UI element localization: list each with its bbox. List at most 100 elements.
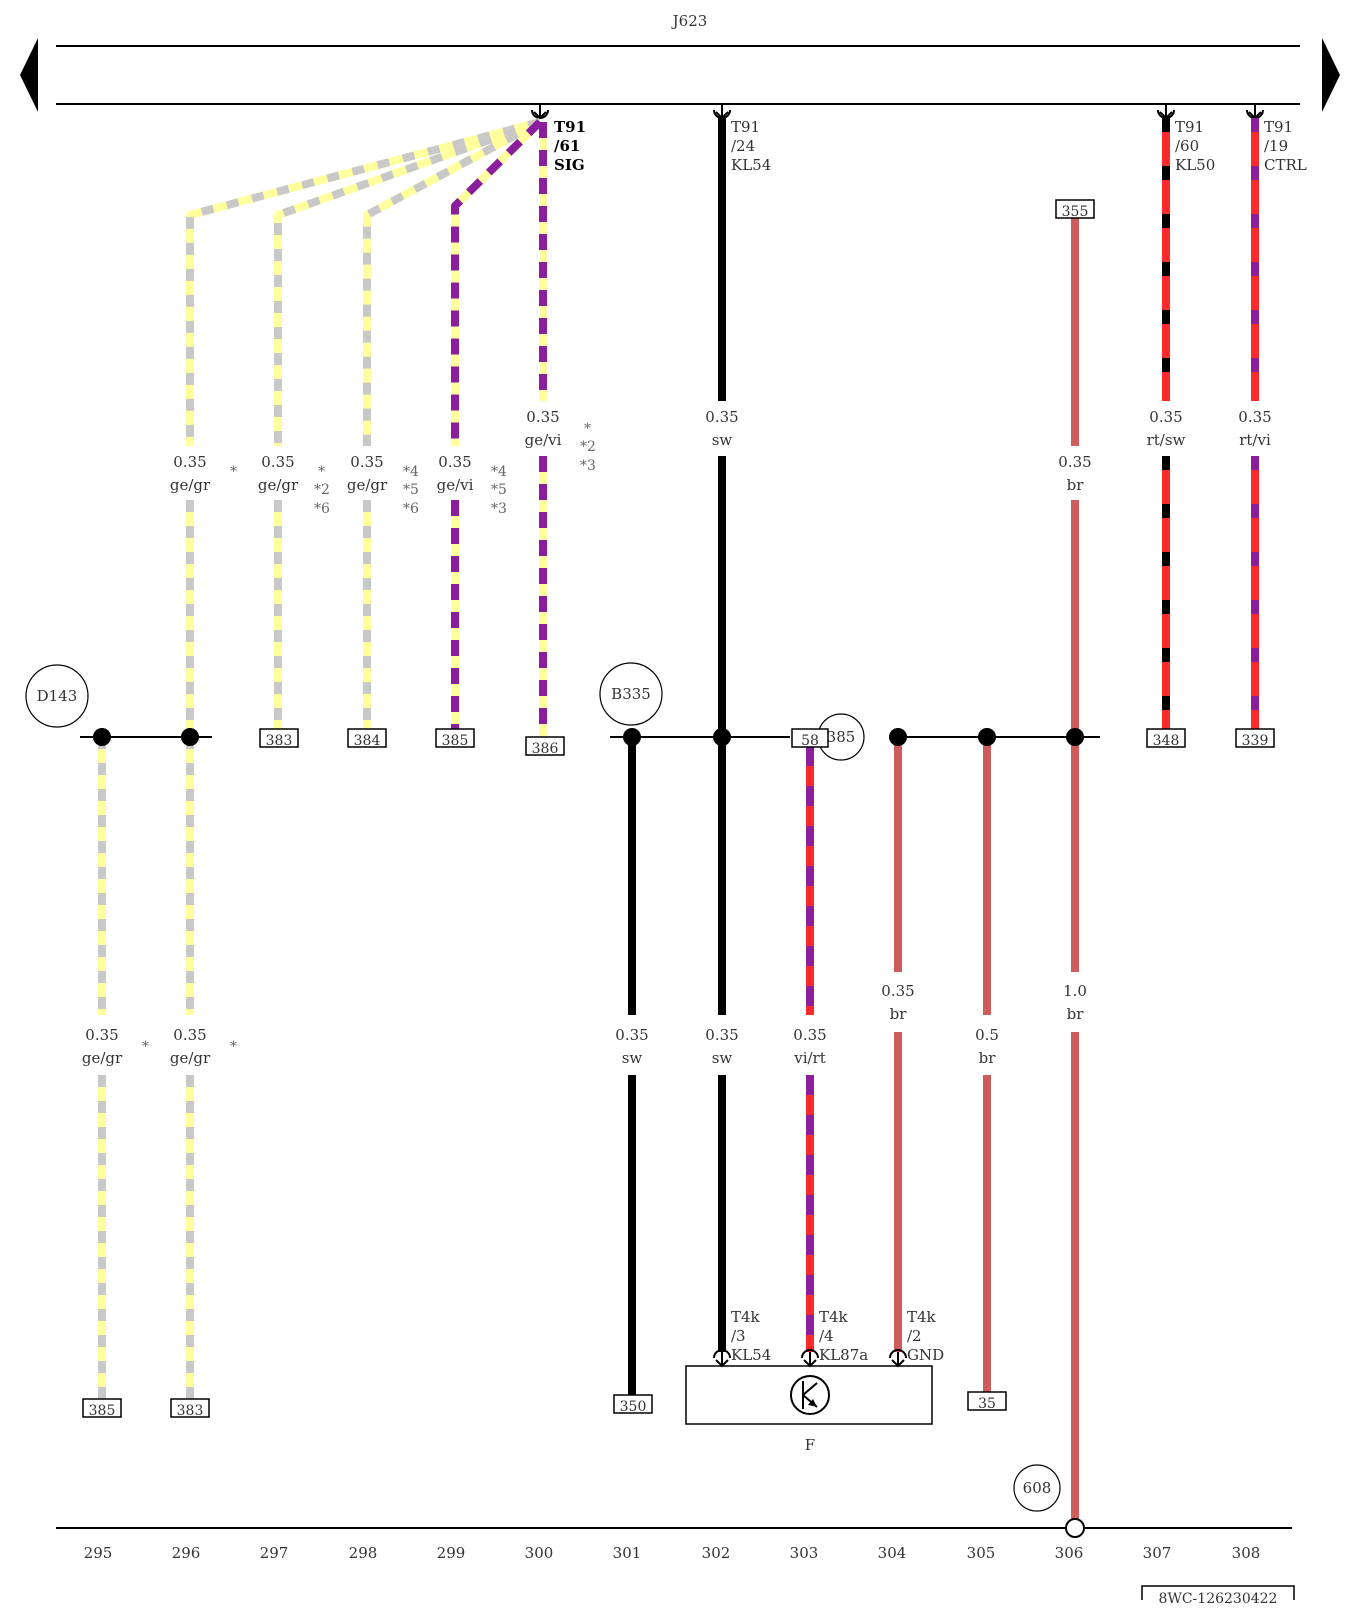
svg-text:/19: /19 xyxy=(1264,137,1288,155)
node-label: B335 xyxy=(611,685,651,703)
svg-text:386: 386 xyxy=(532,741,559,757)
connector-pins-top xyxy=(531,104,1264,120)
ref-box xyxy=(1055,199,1095,219)
svg-text:0.35: 0.35 xyxy=(881,982,914,1000)
svg-text:350: 350 xyxy=(620,1399,647,1415)
svg-text:0.35: 0.35 xyxy=(173,1026,206,1044)
ref-box xyxy=(347,728,387,748)
svg-text:383: 383 xyxy=(266,733,293,749)
svg-text:*5: *5 xyxy=(491,482,507,498)
ref-box xyxy=(791,728,829,748)
svg-text:*: * xyxy=(318,464,325,480)
module-title: J623 xyxy=(671,12,708,30)
svg-text:br: br xyxy=(1067,1005,1085,1023)
svg-text:*: * xyxy=(584,421,591,437)
svg-text:383: 383 xyxy=(177,1403,204,1419)
svg-text:*4: *4 xyxy=(403,464,419,480)
svg-text:*4: *4 xyxy=(491,464,507,480)
svg-text:306: 306 xyxy=(1055,1544,1084,1562)
svg-text:0.35: 0.35 xyxy=(1058,453,1091,471)
svg-text:35: 35 xyxy=(978,1396,996,1412)
scroll-left-arrow[interactable] xyxy=(20,38,38,112)
wire-ge-vi-299 xyxy=(451,119,543,446)
ref-box xyxy=(967,1391,1007,1411)
svg-text:*: * xyxy=(142,1039,149,1055)
svg-text:307: 307 xyxy=(1143,1544,1172,1562)
svg-text:rt/vi: rt/vi xyxy=(1239,431,1271,449)
svg-text:ge/vi: ge/vi xyxy=(437,476,474,494)
ref-box xyxy=(170,1398,210,1418)
svg-text:355: 355 xyxy=(1062,204,1089,220)
svg-text:0.35: 0.35 xyxy=(705,408,738,426)
pin-arrow-icon xyxy=(713,104,731,120)
svg-text:339: 339 xyxy=(1242,733,1269,749)
wire-ge-gr-298 xyxy=(363,118,542,446)
svg-text:0.5: 0.5 xyxy=(975,1026,999,1044)
svg-text:0.35: 0.35 xyxy=(1238,408,1271,426)
svg-text:T91: T91 xyxy=(1175,118,1204,136)
pin-arrow-icon xyxy=(889,1349,907,1368)
svg-text:T4k: T4k xyxy=(819,1308,849,1326)
svg-text:385: 385 xyxy=(89,1403,116,1419)
svg-text:SIG: SIG xyxy=(554,156,585,174)
reference-boxes-bottom[interactable] xyxy=(82,1391,1007,1418)
node-label: D143 xyxy=(37,687,78,705)
svg-text:T4k: T4k xyxy=(731,1308,761,1326)
svg-text:vi/rt: vi/rt xyxy=(793,1049,826,1067)
component-label: F xyxy=(805,1436,815,1454)
node-b335 xyxy=(599,662,663,726)
svg-text:295: 295 xyxy=(84,1544,113,1562)
wire-ge-gr-296 xyxy=(186,118,542,446)
component-f[interactable]: F xyxy=(685,1365,933,1454)
svg-text:8WC-126230422: 8WC-126230422 xyxy=(1159,1591,1278,1607)
node-label: 385 xyxy=(827,728,856,746)
junctions xyxy=(80,728,1100,746)
svg-text:*2: *2 xyxy=(580,439,596,455)
svg-text:0.35: 0.35 xyxy=(438,453,471,471)
svg-text:304: 304 xyxy=(878,1544,907,1562)
svg-text:0.35: 0.35 xyxy=(1149,408,1182,426)
svg-text:br: br xyxy=(979,1049,997,1067)
svg-text:/24: /24 xyxy=(731,137,755,155)
svg-text:KL54: KL54 xyxy=(731,1346,771,1364)
svg-text:308: 308 xyxy=(1232,1544,1261,1562)
svg-text:T91: T91 xyxy=(1264,118,1293,136)
svg-text:58: 58 xyxy=(801,733,819,749)
wire-ge-gr-297 xyxy=(274,118,542,446)
control-unit-j623: J623 xyxy=(20,12,1340,112)
node-label: 608 xyxy=(1023,1479,1052,1497)
svg-text:br: br xyxy=(1067,476,1085,494)
svg-text:ge/gr: ge/gr xyxy=(258,476,299,494)
pin-arrow-icon xyxy=(801,1349,819,1368)
svg-text:0.35: 0.35 xyxy=(793,1026,826,1044)
svg-text:296: 296 xyxy=(172,1544,201,1562)
svg-text:385: 385 xyxy=(442,733,469,749)
svg-text:/2: /2 xyxy=(907,1327,922,1345)
svg-text:GND: GND xyxy=(907,1346,944,1364)
svg-text:T91: T91 xyxy=(731,118,760,136)
svg-text:0.35: 0.35 xyxy=(350,453,383,471)
svg-text:302: 302 xyxy=(702,1544,731,1562)
svg-text:CTRL: CTRL xyxy=(1264,156,1307,174)
ground-connection-point xyxy=(1065,1518,1085,1538)
wire-size-label: 0.35 xyxy=(173,453,206,471)
node-608 xyxy=(1013,1464,1061,1512)
svg-text:300: 300 xyxy=(525,1544,554,1562)
svg-text:ge/vi: ge/vi xyxy=(525,431,562,449)
svg-text:1.0: 1.0 xyxy=(1063,982,1087,1000)
svg-text:*: * xyxy=(230,1039,237,1055)
wires xyxy=(98,118,1259,1528)
scroll-right-arrow[interactable] xyxy=(1322,38,1340,112)
node-d143 xyxy=(25,664,89,728)
svg-text:sw: sw xyxy=(712,1049,733,1067)
svg-text:305: 305 xyxy=(967,1544,996,1562)
svg-text:sw: sw xyxy=(712,431,733,449)
svg-text:rt/sw: rt/sw xyxy=(1147,431,1186,449)
svg-text:348: 348 xyxy=(1153,733,1180,749)
reference-boxes-mid[interactable] xyxy=(259,199,1275,756)
svg-text:/60: /60 xyxy=(1175,137,1199,155)
svg-text:*2: *2 xyxy=(314,482,330,498)
svg-text:297: 297 xyxy=(260,1544,289,1562)
svg-text:*6: *6 xyxy=(403,501,419,517)
